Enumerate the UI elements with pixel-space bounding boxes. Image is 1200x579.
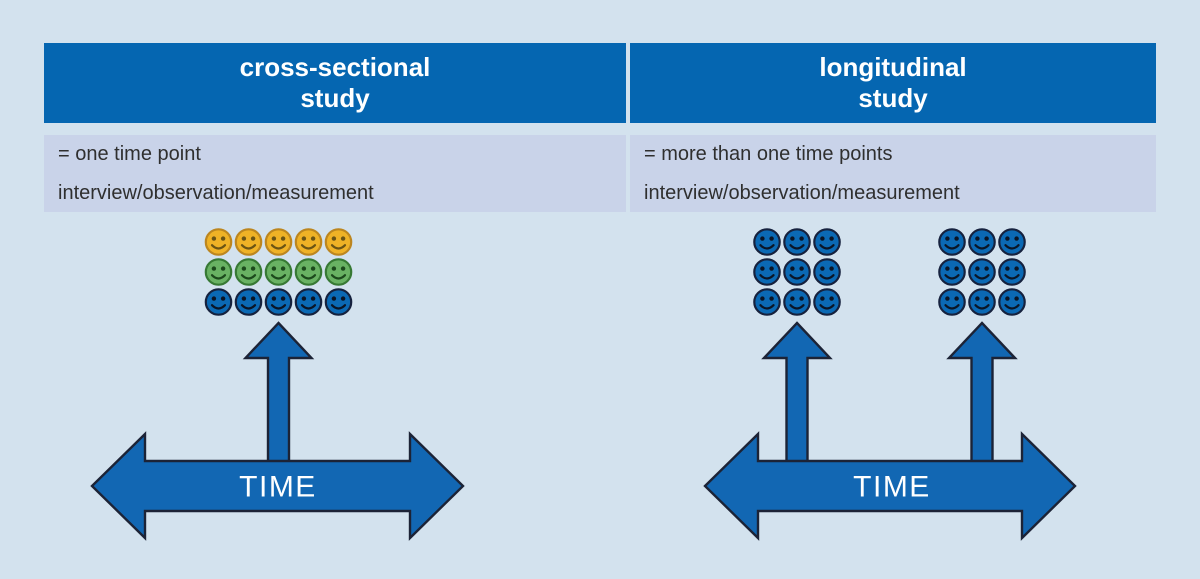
smiley-icon — [938, 228, 966, 256]
cross-sectional-header: cross-sectional study — [44, 43, 626, 123]
smiley-icon — [204, 288, 233, 316]
smiley-icon — [294, 288, 323, 316]
smiley-icon — [998, 288, 1026, 316]
smiley-icon — [324, 288, 353, 316]
up-arrow — [946, 321, 1018, 470]
time-arrow — [703, 431, 1077, 541]
smiley-icon — [264, 288, 293, 316]
smiley-icon — [324, 258, 353, 286]
info-line: interview/observation/measurement — [58, 181, 374, 204]
cross-sectional-figure: TIME — [90, 228, 465, 541]
cross-sectional-info-box: = one time point interview/observation/m… — [44, 135, 626, 212]
smiley-icon — [968, 228, 996, 256]
smiley-icon — [234, 228, 263, 256]
smiley-icon — [938, 288, 966, 316]
time-arrow — [90, 431, 465, 541]
smiley-icon — [294, 228, 323, 256]
smiley-icon — [753, 228, 781, 256]
time-label: TIME — [239, 471, 317, 504]
smiley-icon — [264, 228, 293, 256]
smiley-icon — [998, 258, 1026, 286]
info-line: interview/observation/measurement — [644, 181, 960, 204]
smiley-icon — [234, 258, 263, 286]
smiley-icon — [813, 288, 841, 316]
smiley-icon — [783, 228, 811, 256]
longitudinal-info-box: = more than one time points interview/ob… — [630, 135, 1156, 212]
smiley-icon — [204, 258, 233, 286]
longitudinal-header: longitudinal study — [630, 43, 1156, 123]
smiley-icon — [968, 258, 996, 286]
smiley-icon — [264, 258, 293, 286]
smiley-icon — [968, 288, 996, 316]
smiley-icon — [783, 288, 811, 316]
smiley-icon — [204, 228, 233, 256]
longitudinal-figure: TIME — [703, 228, 1077, 541]
info-line: = more than one time points — [644, 142, 893, 165]
up-arrow — [761, 321, 833, 470]
smiley-icon — [998, 228, 1026, 256]
info-line: = one time point — [58, 142, 201, 165]
smiley-icon — [938, 258, 966, 286]
smiley-icon — [753, 258, 781, 286]
smiley-icon — [813, 228, 841, 256]
smiley-icon — [234, 288, 263, 316]
smiley-icon — [324, 228, 353, 256]
up-arrow — [242, 321, 315, 470]
time-label: TIME — [853, 471, 931, 504]
smiley-icon — [294, 258, 323, 286]
smiley-icon — [813, 258, 841, 286]
smiley-icon — [783, 258, 811, 286]
smiley-icon — [753, 288, 781, 316]
